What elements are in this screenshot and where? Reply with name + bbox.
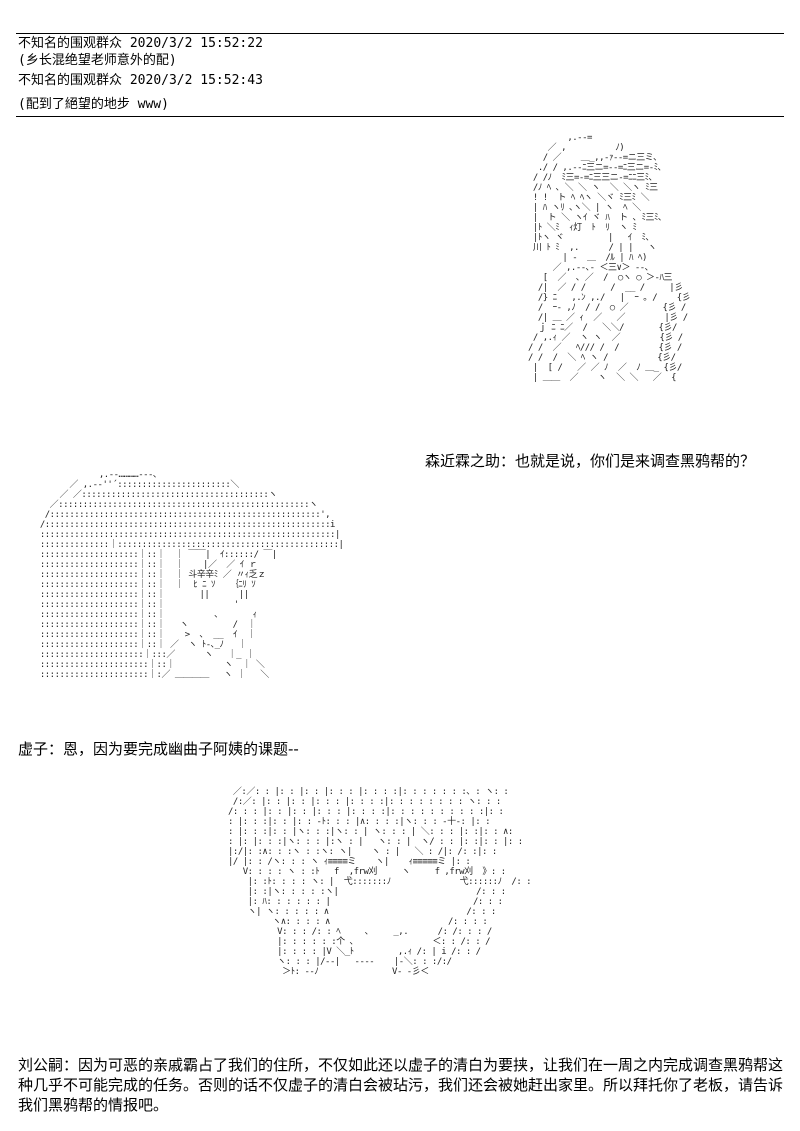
character-ascii-art-3: ／:／: : |: : |: : |: : : |: : : :|: : : :… — [228, 787, 532, 977]
comment-timestamp: 2020/3/2 15:52:22 — [129, 36, 263, 51]
character-ascii-art-2: ,.-‐…………-‐-､ ／ ,.-‐''´::::::::::::::::::… — [39, 470, 344, 680]
caption-line-2: 虚子：恩，因为要完成幽曲子阿姨的课题-- — [18, 740, 299, 758]
character-ascii-art-1: ,.-‐= ／ , ﾉ) / ／ ＿_,,-ｧ-‐=ニ三ミ､ ./ / ,.-‐… — [528, 133, 691, 383]
comment-user: 不知名的围观群众 — [18, 36, 123, 51]
comment-text-1: (乡长混绝望老师意外的配) — [18, 53, 177, 68]
comment-timestamp: 2020/3/2 15:52:43 — [129, 73, 263, 88]
caption-paragraph-3: 刘公嗣：因为可恶的亲戚霸占了我们的住所，不仅如此还以虚子的清白为要挟，让我们在一… — [18, 1056, 784, 1114]
comment-text-2: (配到了絕望的地步 www) — [18, 97, 169, 112]
comment-header-1: 不知名的围观群众 2020/3/2 15:52:22 — [18, 35, 263, 52]
top-divider — [16, 33, 784, 34]
bottom-divider — [16, 116, 784, 117]
caption-line-1: 森近霖之助：也就是说，你们是来调查黑鸦帮的？ — [425, 452, 756, 470]
comment-user: 不知名的围观群众 — [18, 73, 123, 88]
comment-header-2: 不知名的围观群众 2020/3/2 15:52:43 — [18, 72, 263, 89]
